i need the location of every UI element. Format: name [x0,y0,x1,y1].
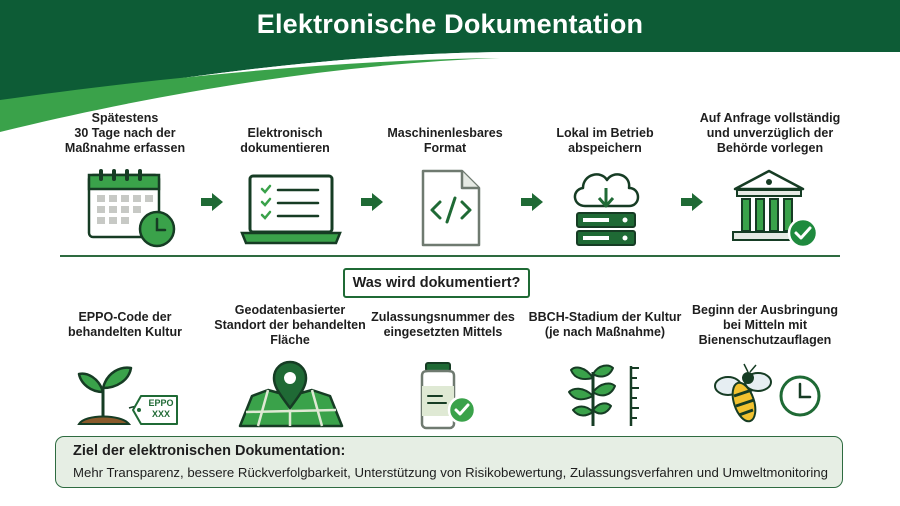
item-label-1: EPPO-Code der behandelten Kultur [68,310,182,339]
seedling-tag-icon: EPPO XXX [75,362,185,428]
bee-clock-icon [714,363,821,423]
item-label-2: Geodatenbasierter Standort der behandelt… [214,303,366,347]
eppo-tag-line1: EPPO [148,398,174,408]
cloud-server-icon [573,173,640,246]
code-file-icon [421,169,481,247]
header-banner: Elektronische Dokumentation [0,0,900,140]
step-label-1: Spätestens 30 Tage nach der Maßnahme erf… [64,111,186,155]
calendar-clock-icon [87,169,176,248]
arrow-right-icon [361,193,383,211]
eppo-tag-line2: XXX [151,409,170,419]
step-label-4: Lokal im Betrieb abspeichern [556,126,654,155]
goal-title: Ziel der elektronischen Dokumentation: [73,443,346,459]
arrow-right-icon [201,193,223,211]
section-subtitle: Was wird dokumentiert? [343,268,530,298]
item-label-5: Beginn der Ausbringung bei Mitteln mit B… [691,303,839,347]
bottle-check-icon [420,362,477,430]
section-divider [60,255,840,257]
goal-text: Mehr Transparenz, bessere Rückverfolgbar… [73,465,828,480]
plant-scale-icon [568,364,639,426]
step-label-5: Auf Anfrage vollständig und unverzüglich… [699,111,841,155]
arrow-right-icon [521,193,543,211]
step-label-2: Elektronisch dokumentieren [240,126,330,155]
map-pin-icon [238,360,344,428]
page-title: Elektronische Dokumentation [256,9,644,39]
authority-building-icon [732,169,819,249]
item-label-4: BBCH-Stadium der Kultur (je nach Maßnahm… [528,310,682,339]
goal-box: Ziel der elektronischen Dokumentation: M… [55,436,843,488]
step-label-3: Maschinenlesbares Format [387,126,503,155]
arrow-right-icon [681,193,703,211]
laptop-checklist-icon [240,174,342,245]
item-label-3: Zulassungsnummer des eingesetzten Mittel… [371,310,515,339]
